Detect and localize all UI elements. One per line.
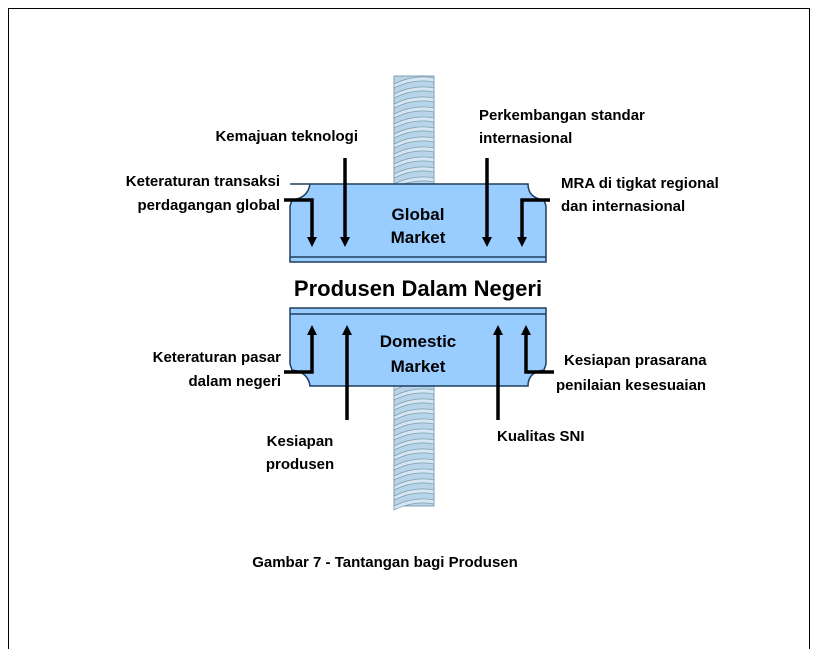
screw-thread (393, 438, 435, 451)
global-market-block: Global Market (289, 183, 547, 263)
screw-thread (393, 146, 435, 159)
top-arrows (284, 158, 550, 247)
screw-thread (393, 398, 435, 411)
label-kualitas-sni: Kualitas SNI (497, 428, 585, 445)
screw-thread (393, 458, 435, 471)
screw-thread (393, 478, 435, 491)
figure-caption: Gambar 7 - Tantangan bagi Produsen (252, 554, 518, 571)
screw-thread (393, 136, 435, 149)
page-frame (8, 8, 810, 649)
screw-thread (393, 408, 435, 421)
screw-bottom (393, 377, 435, 511)
arrow-keteraturan-pasar (284, 325, 317, 374)
global-market-label-line2: Market (391, 228, 446, 247)
screw-thread (393, 96, 435, 109)
screw-thread (393, 166, 435, 179)
domestic-market-label-line2: Market (391, 357, 446, 376)
label-kesiapan-prasarana-1: Kesiapan prasarana (564, 352, 707, 369)
screw-top (393, 75, 435, 189)
label-mra-2: dan internasional (561, 198, 685, 215)
label-mra-1: MRA di tigkat regional (561, 175, 719, 192)
screw-thread (393, 116, 435, 129)
label-perkembangan-2: internasional (479, 130, 572, 147)
screw-thread (393, 86, 435, 99)
vise-diagram: Global Market Domestic Market Produsen D… (126, 75, 719, 571)
screw-thread (393, 448, 435, 461)
arrow-kesiapan-prasarana (521, 325, 554, 374)
screw-thread (393, 156, 435, 169)
arrow-keteraturan-transaksi (284, 198, 317, 247)
label-keteraturan-transaksi-1: Keteraturan transaksi (126, 173, 280, 190)
screw-thread (393, 468, 435, 481)
label-keteraturan-pasar-1: Keteraturan pasar (153, 349, 282, 366)
global-market-label-line1: Global (392, 205, 445, 224)
domestic-market-label-line1: Domestic (380, 332, 457, 351)
screw-thread (393, 126, 435, 139)
screw-thread (393, 76, 435, 89)
label-kemajuan: Kemajuan teknologi (215, 128, 358, 145)
arrow-mra (517, 198, 550, 247)
label-keteraturan-pasar-2: dalam negeri (188, 373, 281, 390)
screw-thread (393, 106, 435, 119)
screw-thread (393, 418, 435, 431)
label-kesiapan-prasarana-2: penilaian kesesuaian (556, 377, 706, 394)
screw-thread (393, 388, 435, 401)
screw-thread (393, 488, 435, 501)
screw-thread (393, 498, 435, 511)
screw-thread (393, 428, 435, 441)
domestic-market-block: Domestic Market (289, 307, 547, 387)
label-kesiapan-produsen-1: Kesiapan (267, 433, 334, 450)
label-kesiapan-produsen-2: produsen (266, 456, 334, 473)
label-perkembangan-1: Perkembangan standar (479, 107, 645, 124)
label-keteraturan-transaksi-2: perdagangan global (137, 197, 280, 214)
bottom-arrows (284, 325, 554, 420)
center-label: Produsen Dalam Negeri (294, 276, 542, 301)
